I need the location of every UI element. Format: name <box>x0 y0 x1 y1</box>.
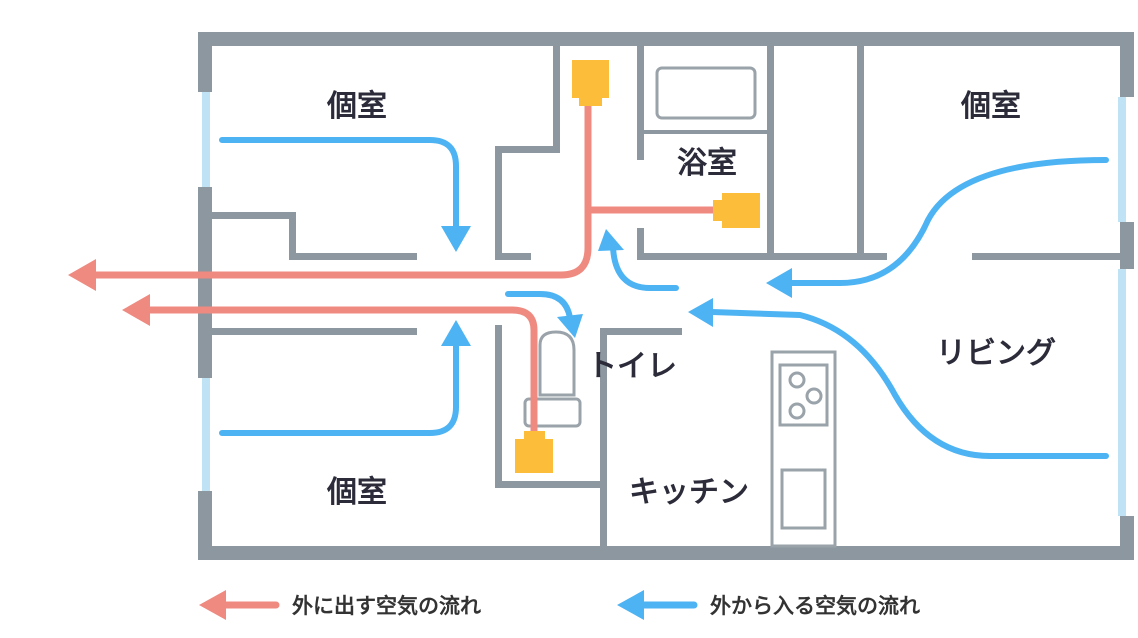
wall-left-a <box>198 32 212 92</box>
room-label-bathroom: 浴室 <box>677 146 737 181</box>
windows <box>202 92 1126 516</box>
wall-left-c <box>198 491 212 560</box>
room-label-private-top-left: 個室 <box>326 89 387 124</box>
intake-arrowheads <box>441 226 792 346</box>
wall-bath-right <box>767 46 774 260</box>
wall-right-a <box>1120 32 1134 97</box>
wall-tl-lower <box>212 212 296 219</box>
wall-left-b <box>198 187 212 378</box>
arrowhead-left <box>766 268 792 298</box>
intake-flow-top-left <box>219 137 459 231</box>
toilet-icon <box>523 330 582 428</box>
exhaust-fans <box>515 60 760 473</box>
intake-flow-right-bottom <box>709 309 1109 459</box>
intake-flow-toilet <box>505 291 573 321</box>
wall-toilet-bottom <box>495 481 607 488</box>
wall-toilet-left <box>495 325 502 488</box>
wall-closet-top <box>495 146 560 153</box>
bathtub-icon <box>655 66 757 120</box>
wall-bath-bottom <box>637 253 887 260</box>
legend-arrow-left-icon <box>199 590 226 620</box>
legend-label-exhaust: 外に出す空気の流れ <box>292 594 481 618</box>
intake-flow-hall-up <box>610 244 679 291</box>
arrowhead-left <box>122 294 150 326</box>
arrowhead-down-right <box>557 314 583 338</box>
wall-right-c <box>1120 516 1134 560</box>
legend-item-intake: 外から入る空気の流れ <box>617 590 920 620</box>
wall-toilet-top <box>600 328 682 335</box>
exhaust-fan-icon <box>572 60 609 106</box>
room-labels: 個室 個室 個室 浴室 トイレ キッチン リビング <box>326 89 1056 510</box>
fixtures <box>523 66 837 548</box>
wall-bath-left-b <box>637 228 644 260</box>
exhaust-flow-upper <box>90 100 592 279</box>
stove-burner <box>788 371 806 389</box>
wall-toilet-right <box>600 328 607 546</box>
sink-icon <box>780 468 827 530</box>
window-left-bottom <box>202 378 210 491</box>
window-right-bottom <box>1118 269 1126 516</box>
wall-top <box>198 32 1134 46</box>
arrowhead-left <box>688 298 713 327</box>
arrowhead-up-left <box>598 229 624 251</box>
legend-arrow-left-icon <box>617 590 644 620</box>
walls <box>198 32 1134 560</box>
wall-tl-bottom <box>289 253 417 260</box>
stove-burner <box>805 387 823 405</box>
legend: 外に出す空気の流れ 外から入る空気の流れ <box>199 590 920 620</box>
legend-item-exhaust: 外に出す空気の流れ <box>199 590 481 620</box>
exhaust-arrowheads <box>68 259 150 326</box>
counter <box>770 350 837 548</box>
intake-flows <box>219 137 1109 459</box>
stove-icon <box>778 363 829 427</box>
wall-living-top <box>972 253 1120 260</box>
intake-flow-right-top <box>787 157 1109 286</box>
window-right-top <box>1118 97 1126 222</box>
stove-burner <box>788 402 806 420</box>
wall-bottom <box>198 546 1134 560</box>
wall-bl-top <box>212 328 417 335</box>
wall-closet-left <box>495 146 502 260</box>
wall-bath-left-a <box>637 46 644 160</box>
arrowhead-left <box>68 259 96 291</box>
exhaust-fan-icon <box>515 431 553 473</box>
room-label-kitchen: キッチン <box>629 475 749 510</box>
wall-closet-bottom <box>495 253 531 260</box>
window-left-top <box>202 92 210 187</box>
intake-flow-bottom-left <box>219 341 459 436</box>
arrowhead-up <box>441 320 471 346</box>
wall-storage-right <box>857 46 864 260</box>
room-label-living: リビング <box>936 336 1056 371</box>
exhaust-fan-icon <box>713 193 760 228</box>
wall-right-b <box>1120 222 1134 269</box>
arrowhead-down <box>441 226 471 252</box>
exhaust-flows <box>90 100 724 438</box>
wall-bath-divider <box>644 130 767 134</box>
room-label-private-bottom-left: 個室 <box>326 475 387 510</box>
exhaust-flow-lower <box>144 306 538 438</box>
room-label-toilet: トイレ <box>587 349 677 384</box>
wall-closet-right <box>553 46 560 153</box>
legend-label-intake: 外から入る空気の流れ <box>710 594 920 618</box>
room-label-private-top-right: 個室 <box>960 89 1021 124</box>
wall-tl-step <box>289 212 296 260</box>
